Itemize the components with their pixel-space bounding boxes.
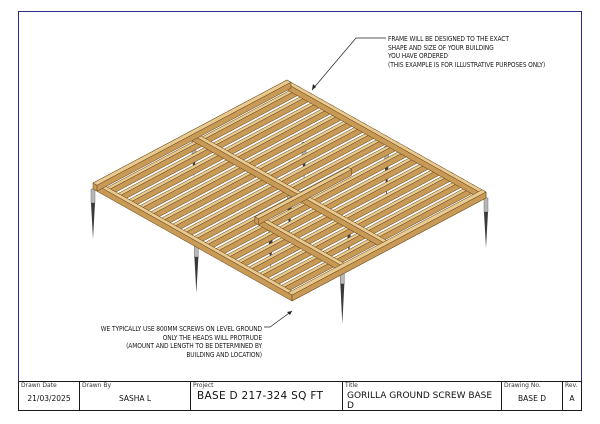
screw-note-leader — [264, 310, 293, 328]
rev-cell: Rev. A — [563, 382, 581, 410]
drawing-no-value: BASE D — [518, 394, 546, 403]
project-value: BASE D 217-324 SQ FT — [197, 390, 324, 402]
screw-length-note: WE TYPICALLY USE 800MM SCREWS ON LEVEL G… — [100, 325, 262, 359]
timber-frame — [92, 79, 487, 302]
frame-note-leader — [311, 37, 386, 91]
arrowhead-icon — [287, 311, 292, 315]
drawn-date-cell: Drawn Date 21/03/2025 — [19, 382, 80, 410]
drawn-date-value: 21/03/2025 — [27, 394, 71, 403]
title-label: Title — [345, 382, 358, 389]
title-value: GORILLA GROUND SCREW BASE D — [347, 391, 493, 411]
title-block: Drawn Date 21/03/2025 Drawn By SASHA L P… — [18, 381, 582, 411]
drawing-no-label: Drawing No. — [504, 382, 541, 389]
rev-value: A — [569, 394, 575, 403]
project-label: Project — [193, 382, 214, 389]
project-cell: Project BASE D 217-324 SQ FT — [191, 382, 343, 410]
frame-design-note: FRAME WILL BE DESIGNED TO THE EXACT SHAP… — [388, 35, 546, 69]
leader-lines — [264, 37, 386, 328]
drawn-by-value: SASHA L — [118, 394, 152, 403]
drawn-by-label: Drawn By — [82, 382, 112, 389]
rev-label: Rev. — [565, 382, 578, 389]
arrowhead-icon — [312, 84, 316, 90]
drawn-by-cell: Drawn By SASHA L — [80, 382, 191, 410]
drawing-no-cell: Drawing No. BASE D — [502, 382, 563, 410]
title-cell: Title GORILLA GROUND SCREW BASE D — [343, 382, 502, 411]
drawn-date-label: Drawn Date — [21, 382, 57, 389]
